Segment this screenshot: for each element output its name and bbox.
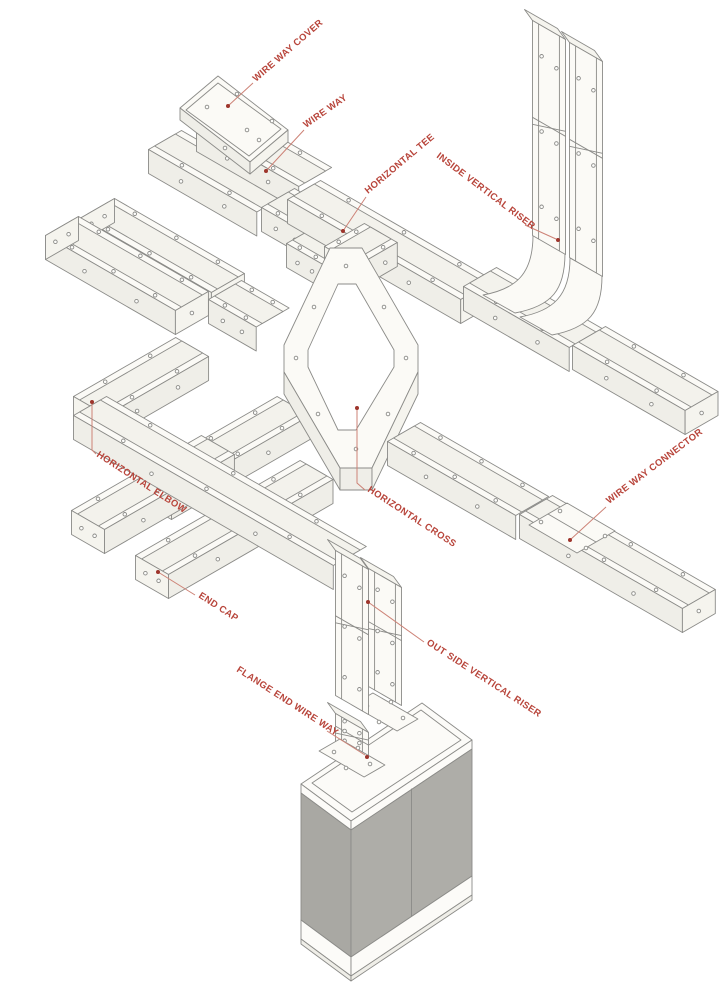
leader-dot-end-cap: [156, 570, 160, 574]
leader-dot-flange-end-wire-way: [365, 755, 369, 759]
horizontal-cross-ring: [283, 247, 419, 491]
leader-dot-wire-way-cover: [226, 104, 230, 108]
horizontal-elbow-se-run: [73, 396, 367, 590]
label-horizontal-tee: HORIZONTAL TEE: [363, 132, 437, 197]
leader-horizontal-cross: [356, 408, 366, 491]
flange-end-plate: [318, 738, 386, 778]
inside-riser-curve-front: [482, 234, 566, 314]
leader-wire-way: [265, 129, 305, 172]
leader-dot-inside-vertical-riser: [556, 238, 560, 242]
leader-dot-wire-way-connector: [568, 538, 572, 542]
wire-way-connector-sleeve: [528, 502, 616, 554]
label-leader-lines: [90, 82, 607, 759]
label-inside-vertical-riser: INSIDE VERTICAL RISER: [434, 151, 537, 232]
wire-way-channel: [148, 130, 291, 237]
connector-run-segment-1: [387, 422, 550, 540]
wireway-linework: [45, 9, 719, 982]
inside-riser-curve-rear: [519, 257, 603, 336]
leader-dot-out-side-vertical-riser: [366, 600, 370, 604]
leader-end-cap: [157, 571, 196, 596]
left-run-front: [45, 216, 209, 335]
leader-horizontal-elbow: [91, 402, 97, 455]
outside-riser-lower-segment: [327, 702, 369, 761]
label-wire-way: WIRE WAY: [301, 92, 349, 130]
label-wire-way-cover: WIRE WAY COVER: [251, 17, 326, 84]
label-flange-end-wire-way: FLANGE END WIRE WAY: [234, 664, 340, 738]
wire-way-cover-box: [179, 75, 289, 175]
label-out-side-vertical-riser: OUT SIDE VERTICAL RISER: [424, 637, 543, 720]
leader-dot-horizontal-elbow: [90, 400, 94, 404]
leader-wire-way-connector: [569, 506, 607, 541]
right-run-segment-2: [572, 326, 719, 435]
inside-riser-vertical-rear: [561, 31, 603, 277]
left-link-channel: [208, 280, 290, 352]
leader-dot-wire-way: [264, 169, 268, 173]
leader-horizontal-tee: [342, 196, 367, 232]
leader-dot-horizontal-cross: [355, 406, 359, 410]
outside-riser-vertical-rear: [360, 557, 402, 706]
electrical-cabinet: [300, 702, 473, 982]
leader-wire-way-cover: [227, 82, 254, 107]
leader-inside-vertical-riser: [524, 224, 557, 240]
label-end-cap: END CAP: [196, 590, 240, 624]
leader-flange-end-wire-way: [326, 730, 366, 756]
inside-riser-vertical-front: [524, 9, 566, 255]
leader-dot-horizontal-tee: [341, 229, 345, 233]
label-wire-way-connector: WIRE WAY CONNECTOR: [604, 427, 705, 507]
leader-out-side-vertical-riser: [367, 601, 425, 643]
outside-riser-vertical-front: [327, 539, 369, 715]
